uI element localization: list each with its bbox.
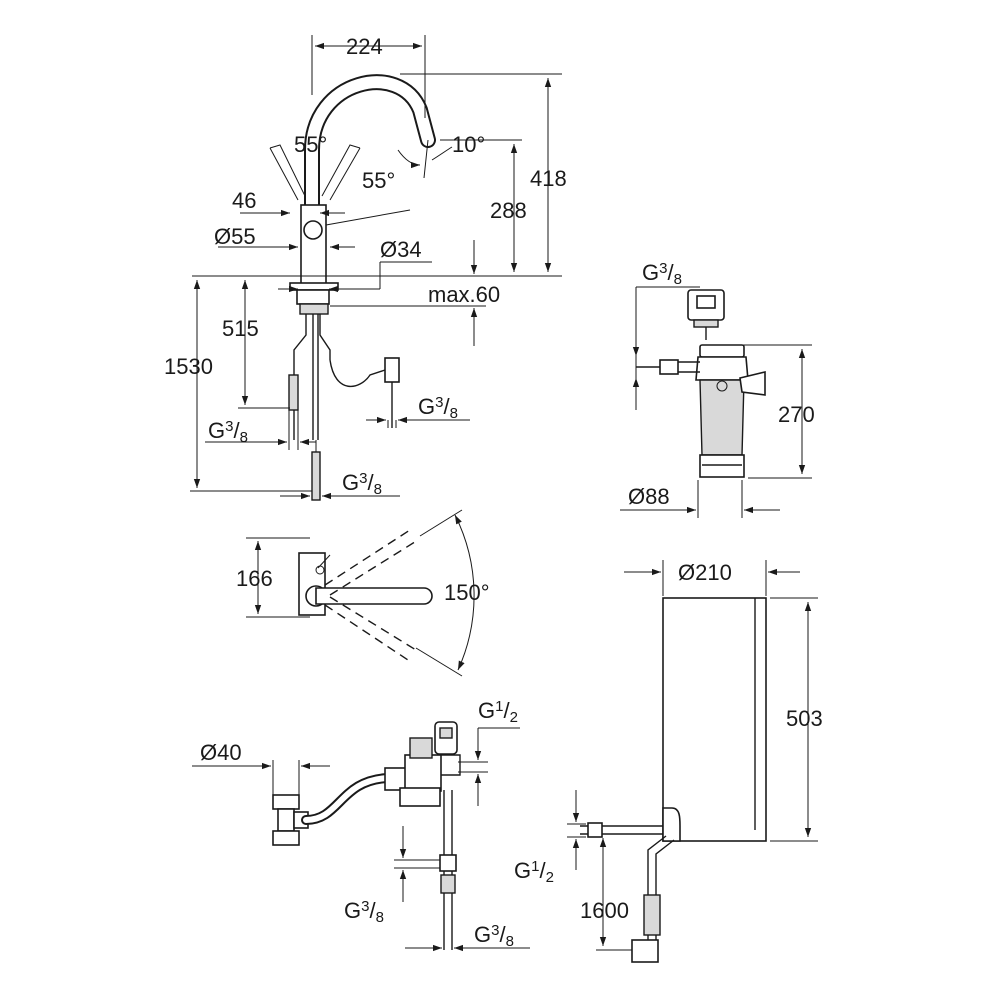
lever-hub	[303, 220, 323, 240]
faucet-side-view: 224 418 288 55° 55° 10° 46 Ø55 Ø34	[164, 34, 567, 501]
thread-c-num: 3	[359, 470, 367, 487]
svg-text:G3/8: G3/8	[474, 922, 514, 950]
thread-label-c: G3/8	[280, 470, 400, 500]
svg-text:G3/8: G3/8	[208, 418, 248, 446]
dim-filter-diameter: Ø88	[628, 484, 670, 509]
thread-a-base: G	[208, 418, 225, 443]
dim-hose-length: 1530	[164, 354, 213, 379]
filter-unit: G3/8 270 Ø88	[620, 260, 815, 518]
valve-thread-c-den: 8	[506, 933, 514, 950]
dim-body-diameter: Ø55	[214, 224, 256, 249]
svg-text:G1/2: G1/2	[514, 858, 554, 886]
thread-b-den: 8	[450, 405, 458, 422]
thread-b-num: 3	[435, 394, 443, 411]
thread-a-den: 8	[240, 429, 248, 446]
dim-total-height: 418	[530, 166, 567, 191]
thread-label-a: G3/8	[205, 410, 316, 450]
dim-top-depth: 166	[236, 566, 273, 591]
filter-thread-num: 3	[659, 260, 667, 277]
dim-swivel-left: 55°	[294, 132, 327, 157]
dim-drain-diameter: Ø40	[200, 740, 242, 765]
svg-text:G3/8: G3/8	[418, 394, 458, 422]
dim-hole-diameter: Ø34	[380, 237, 422, 262]
dim-lever-offset: 46	[232, 188, 256, 213]
dim-filter-height: 270	[778, 402, 815, 427]
valve-thread-num: 1	[495, 698, 503, 715]
dim-rotation-angle: 150°	[444, 580, 490, 605]
svg-text:G3/8: G3/8	[344, 898, 384, 926]
dim-spout-height: 288	[490, 198, 527, 223]
svg-text:G3/8: G3/8	[642, 260, 682, 288]
faucet-body	[300, 204, 327, 286]
faucet-top-view: 150° 166	[236, 509, 490, 677]
filter-thread-den: 8	[674, 271, 682, 288]
thread-c-den: 8	[374, 481, 382, 498]
valve-thread-c-base: G	[474, 922, 491, 947]
boiler-thread-den: 2	[546, 869, 554, 886]
valve-thread-c-num: 3	[491, 922, 499, 939]
dim-max-deck: max.60	[428, 282, 500, 307]
thread-b-base: G	[418, 394, 435, 419]
dim-spout-tilt: 10°	[452, 132, 485, 157]
valve-assembly: G1/2 Ø40 G3/8 G3/8	[192, 698, 530, 952]
valve-thread-b-den: 8	[376, 909, 384, 926]
dim-boiler-height: 503	[786, 706, 823, 731]
filter-thread-base: G	[642, 260, 659, 285]
boiler-thread-num: 1	[531, 858, 539, 875]
dim-swivel-right: 55°	[362, 168, 395, 193]
valve-thread-den: 2	[510, 709, 518, 726]
thread-a-num: 3	[225, 418, 233, 435]
thread-c-base: G	[342, 470, 359, 495]
boiler-thread-base: G	[514, 858, 531, 883]
dim-spout-reach: 224	[346, 34, 383, 59]
boiler-tank	[662, 597, 767, 842]
dim-hose-short: 515	[222, 316, 259, 341]
svg-text:G3/8: G3/8	[342, 470, 382, 498]
dim-cable-length: 1600	[580, 898, 629, 923]
dim-boiler-diameter: Ø210	[678, 560, 732, 585]
valve-thread-base: G	[478, 698, 495, 723]
svg-text:G1/2: G1/2	[478, 698, 518, 726]
valve-thread-b-base: G	[344, 898, 361, 923]
boiler-unit: Ø210 503 G1/2 1600	[514, 560, 823, 963]
thread-label-b: G3/8	[366, 394, 470, 428]
valve-thread-b-num: 3	[361, 898, 369, 915]
